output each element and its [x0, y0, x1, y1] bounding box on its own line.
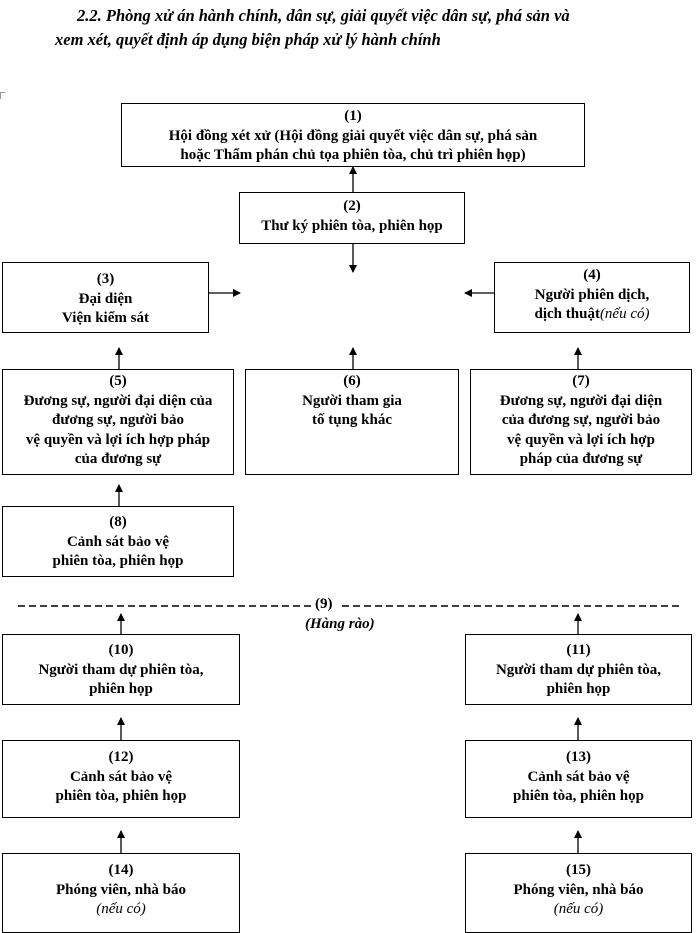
node-15-line-2: (nếu có) — [553, 901, 604, 917]
node-14-line-2: (nếu có) — [96, 901, 146, 917]
node-3-number: (3) — [96, 271, 115, 287]
node-2-secretary: (2) Thư ký phiên tòa, phiên họp — [239, 192, 465, 244]
node-4-line-2-text: dịch thuật — [534, 306, 600, 322]
node-7-line-1: Đương sự, người đại diện — [499, 392, 663, 409]
node-13-number: (13) — [566, 749, 591, 765]
node-15-line-1: Phóng viên, nhà báo — [513, 881, 644, 898]
node-3-line-2: Viện kiểm sát — [62, 310, 149, 326]
node-13-court-police-right: (13) Cảnh sát bảo vệ phiên tòa, phiên họ… — [465, 740, 692, 818]
node-8-line-2: phiên tòa, phiên họp — [52, 553, 184, 569]
node-1-line-1: Hội đồng xét xử (Hội đồng giải quyết việ… — [168, 127, 538, 144]
node-13-line-1: Cảnh sát bảo vệ — [527, 768, 630, 785]
node-11-line-1: Người tham dự phiên tòa, — [495, 661, 662, 678]
node-11-attendees-right: (11) Người tham dự phiên tòa, phiên họp — [465, 634, 692, 705]
node-6-line-1: Người tham gia — [302, 392, 402, 409]
node-1-number: (1) — [344, 108, 362, 124]
node-12-number: (12) — [108, 749, 134, 765]
node-10-attendees-left: (10) Người tham dự phiên tòa, phiên họp — [2, 634, 240, 705]
diagram-title: 2.2. Phòng xử án hành chính, dân sự, giả… — [55, 4, 695, 52]
node-5-line-4: của đương sự — [74, 451, 162, 467]
node-8-number: (8) — [109, 514, 127, 530]
fence-label: (Hàng rào) — [305, 616, 375, 632]
node-4-line-1: Người phiên dịch, — [534, 286, 650, 303]
node-11-line-2: phiên họp — [546, 681, 611, 697]
node-12-court-police-left: (12) Cảnh sát bảo vệ phiên tòa, phiên họ… — [2, 740, 240, 818]
node-3-line-1: Đại diện — [78, 290, 133, 307]
node-4-line-2: dịch thuật(nếu có) — [535, 305, 650, 325]
node-5-line-1: Đương sự, người đại diện của — [23, 392, 213, 409]
node-10-number: (10) — [108, 642, 134, 658]
node-4-interpreter: (4) Người phiên dịch, dịch thuật(nếu có) — [494, 262, 690, 333]
node-2-number: (2) — [343, 198, 361, 214]
node-12-line-2: phiên tòa, phiên họp — [55, 788, 187, 804]
node-7-number: (7) — [572, 373, 590, 389]
node-5-litigants-left: (5) Đương sự, người đại diện của đương s… — [2, 369, 234, 475]
node-4-number: (4) — [583, 267, 601, 283]
node-15-reporter-right: (15) Phóng viên, nhà báo (nếu có) — [465, 853, 692, 933]
title-line-2: xem xét, quyết định áp dụng biện pháp xử… — [55, 30, 441, 49]
node-14-reporter-left: (14) Phóng viên, nhà báo (nếu có) — [2, 853, 240, 933]
node-6-line-2: tố tụng khác — [311, 412, 393, 428]
page-corner-marker — [0, 92, 5, 99]
node-4-line-2-italic: (nếu có) — [599, 306, 650, 322]
node-6-number: (6) — [343, 373, 361, 389]
node-5-number: (5) — [109, 373, 127, 389]
node-2-line-1: Thư ký phiên tòa, phiên họp — [261, 217, 443, 234]
node-11-number: (11) — [566, 642, 591, 658]
node-3-procuracy: (3) Đại diện Viện kiểm sát — [2, 262, 209, 333]
node-7-line-2: của đương sự, người bảo — [501, 412, 661, 428]
node-1-trial-panel: (1) Hội đồng xét xử (Hội đồng giải quyết… — [121, 103, 585, 167]
node-15-number: (15) — [566, 862, 591, 878]
title-line-1: 2.2. Phòng xử án hành chính, dân sự, giả… — [77, 6, 570, 25]
node-6-other-participants: (6) Người tham gia tố tụng khác — [245, 369, 459, 475]
node-7-litigants-right: (7) Đương sự, người đại diện của đương s… — [470, 369, 692, 475]
node-12-line-1: Cảnh sát bảo vệ — [69, 768, 173, 785]
node-1-line-2: hoặc Thẩm phán chủ tọa phiên tòa, chủ tr… — [180, 147, 526, 163]
node-5-line-3: vệ quyền và lợi ích hợp pháp — [25, 431, 211, 448]
node-8-line-1: Cảnh sát bảo vệ — [66, 533, 170, 550]
node-13-line-2: phiên tòa, phiên họp — [513, 788, 644, 804]
node-10-line-2: phiên họp — [89, 681, 153, 697]
node-14-line-1: Phóng viên, nhà báo — [55, 881, 187, 898]
node-7-line-4: pháp của đương sự — [519, 451, 643, 467]
node-5-line-2: đương sự, người bảo — [52, 412, 184, 428]
fence-number: (9) — [313, 596, 335, 613]
node-8-court-police: (8) Cảnh sát bảo vệ phiên tòa, phiên họp — [2, 506, 234, 577]
node-10-line-1: Người tham dự phiên tòa, — [38, 661, 204, 678]
node-7-line-3: vệ quyền và lợi ích hợp — [507, 431, 655, 448]
node-14-number: (14) — [108, 862, 134, 878]
